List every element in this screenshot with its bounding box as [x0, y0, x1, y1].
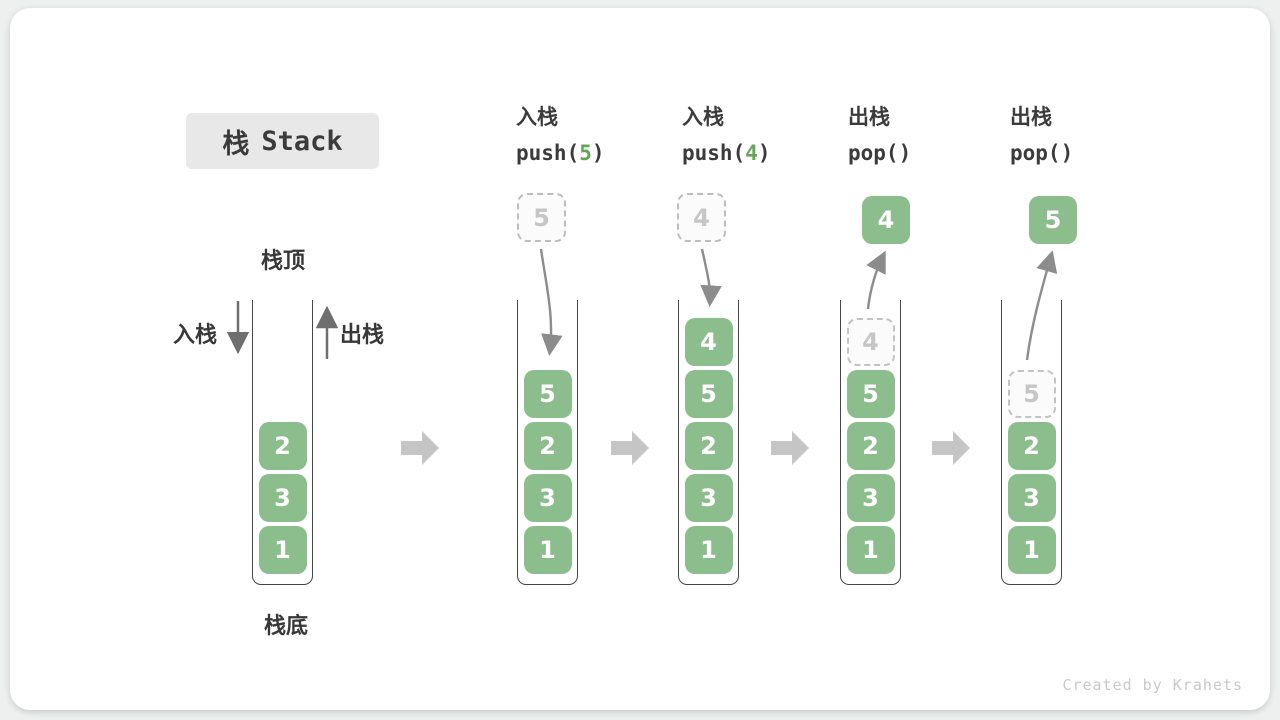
stack-block: 3 [846, 474, 895, 522]
operation-header-step-push-4: 入栈 push(4) [682, 107, 771, 164]
operation-code: push(4) [682, 141, 771, 165]
stack-block: 5 [684, 370, 733, 418]
stack-block: 5 [846, 370, 895, 418]
operation-arg: 4 [745, 141, 758, 165]
stack-block: 2 [523, 422, 572, 470]
stack-block: 3 [1007, 474, 1056, 522]
title-zh: 栈 [222, 128, 250, 160]
stack-block: 3 [258, 474, 307, 522]
stack-block: 3 [684, 474, 733, 522]
operation-header-step-pop-4: 出栈 pop() [848, 107, 911, 164]
stack-block: 2 [258, 422, 307, 470]
popped-value-box: 5 [1029, 196, 1077, 244]
stack-block: 3 [523, 474, 572, 522]
operation-code: pop() [1010, 141, 1074, 165]
operation-label: 入栈 [682, 105, 724, 129]
staged-value-box: 5 [517, 193, 566, 242]
popped-value-box: 4 [862, 196, 910, 244]
stack-block: 5 [523, 370, 572, 418]
stack-block: 1 [523, 526, 572, 574]
operation-label: 出栈 [848, 105, 890, 129]
stack-block: 2 [684, 422, 733, 470]
stack-block: 1 [258, 526, 307, 574]
operation-code: pop() [848, 141, 912, 165]
title-en: Stack [261, 125, 343, 157]
operation-header-step-pop-5: 出栈 pop() [1010, 107, 1073, 164]
push-direction-label: 入栈 [173, 323, 218, 348]
title-badge: 栈 Stack [186, 113, 379, 169]
stack-block: 4 [684, 318, 733, 366]
staged-value-box: 4 [677, 193, 726, 242]
pop-direction-label: 出栈 [340, 323, 385, 348]
stack-block: 1 [1007, 526, 1056, 574]
stack-bottom-label: 栈底 [263, 614, 309, 639]
stack-block: 1 [684, 526, 733, 574]
operation-label: 入栈 [516, 105, 558, 129]
operation-header-step-push-5: 入栈 push(5) [516, 107, 605, 164]
stack-ghost-block: 4 [846, 318, 895, 366]
stack-top-label: 栈顶 [260, 249, 306, 274]
operation-label: 出栈 [1010, 105, 1052, 129]
operation-arg: 5 [579, 141, 592, 165]
watermark: Created by Krahets [1062, 676, 1243, 694]
stack-block: 1 [846, 526, 895, 574]
stack-block: 2 [1007, 422, 1056, 470]
stack-block: 2 [846, 422, 895, 470]
operation-code: push(5) [516, 141, 605, 165]
stack-ghost-block: 5 [1007, 370, 1056, 418]
